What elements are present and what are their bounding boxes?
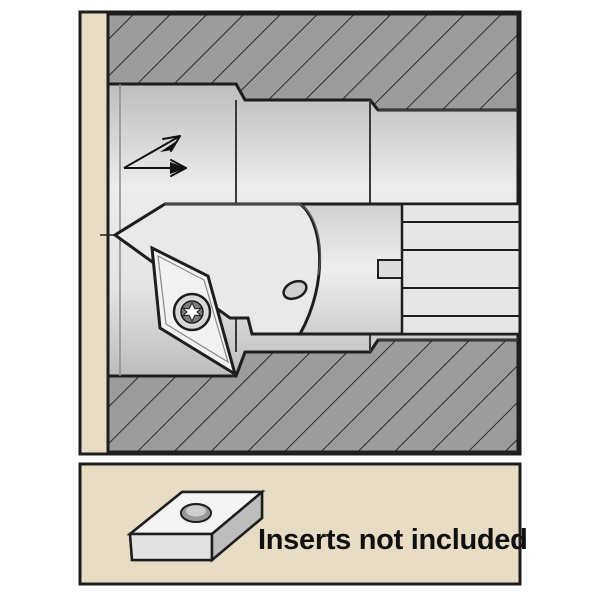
inserts-not-included-label: Inserts not included bbox=[258, 524, 528, 556]
boring-bar-shank bbox=[298, 202, 522, 336]
double-arrow-icon bbox=[123, 135, 187, 177]
boring-bar-head bbox=[112, 202, 322, 336]
mounted-insert bbox=[150, 245, 238, 378]
workpiece-panel bbox=[78, 10, 522, 456]
torx-screw-icon bbox=[172, 292, 212, 332]
insert-notice-panel bbox=[78, 462, 522, 586]
head-screw-hole bbox=[282, 279, 308, 301]
diamond-insert-icon bbox=[126, 489, 266, 563]
